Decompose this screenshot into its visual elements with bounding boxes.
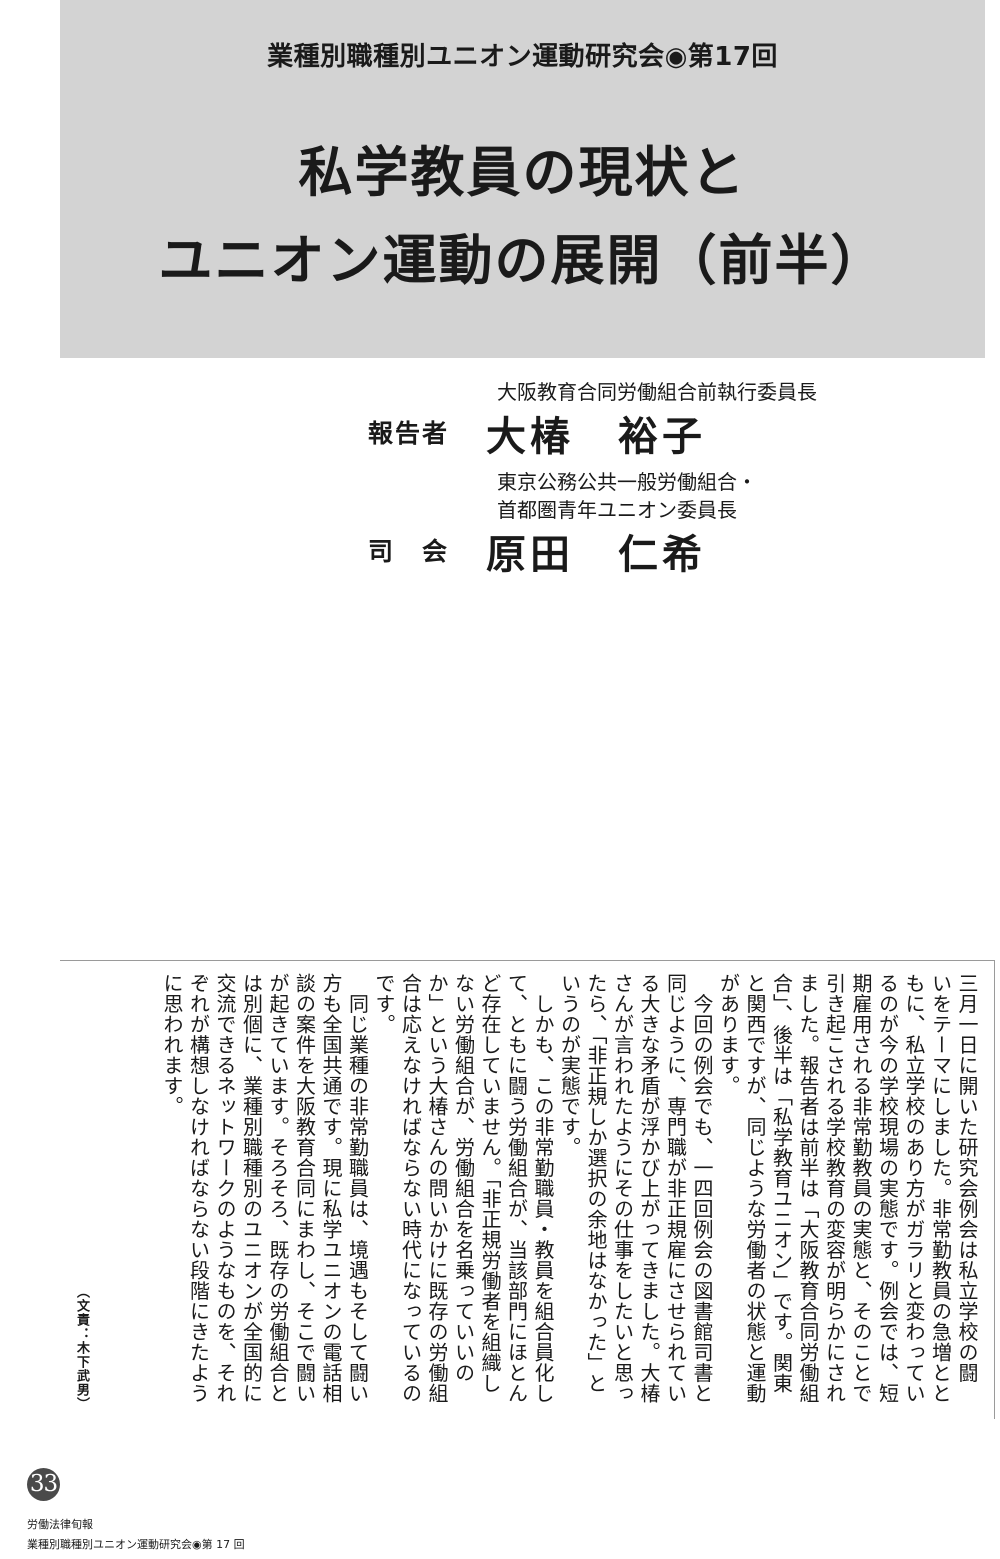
article-body-text: 三月一日に開いた研究会例会は私立学校の闘 いをテーマにしました。非常勤教員の急増… [160, 973, 979, 1404]
reporter-role-label: 報告者 [368, 419, 450, 448]
moderator-affiliation-line-2: 首都圏青年ユニオン委員長 [497, 498, 737, 522]
reporter-name: 大椿 裕子 [486, 413, 706, 460]
speaker-credits: 大阪教育合同労働組合前執行委員長 報告者 大椿 裕子 東京公務公共一般労働組合・… [0, 370, 1000, 590]
article-title: 私学教員の現状と ユニオン運動の展開（前半） [60, 128, 985, 304]
series-heading: 業種別職種別ユニオン運動研究会◉第17回 [267, 42, 778, 72]
reporter-affiliation: 大阪教育合同労働組合前執行委員長 [497, 380, 817, 404]
article-body-frame: 三月一日に開いた研究会例会は私立学校の闘 いをテーマにしました。非常勤教員の急増… [60, 960, 995, 1419]
article-title-line-1: 私学教員の現状と [298, 140, 747, 204]
moderator-name: 原田 仁希 [486, 531, 706, 578]
title-banner: 業種別職種別ユニオン運動研究会◉第17回 私学教員の現状と ユニオン運動の展開（… [60, 0, 985, 358]
publication-name: 労働法律旬報 [27, 1518, 93, 1531]
author-credit: （文責：木下武男） [74, 1285, 89, 1411]
moderator-affiliation-line-1: 東京公務公共一般労働組合・ [497, 470, 757, 494]
article-title-line-2: ユニオン運動の展開（前半） [158, 228, 887, 292]
page-number-badge: 33 [27, 1468, 60, 1501]
running-title: 業種別職種別ユニオン運動研究会◉第 17 回 [27, 1538, 245, 1551]
moderator-role-label: 司 会 [368, 537, 450, 566]
